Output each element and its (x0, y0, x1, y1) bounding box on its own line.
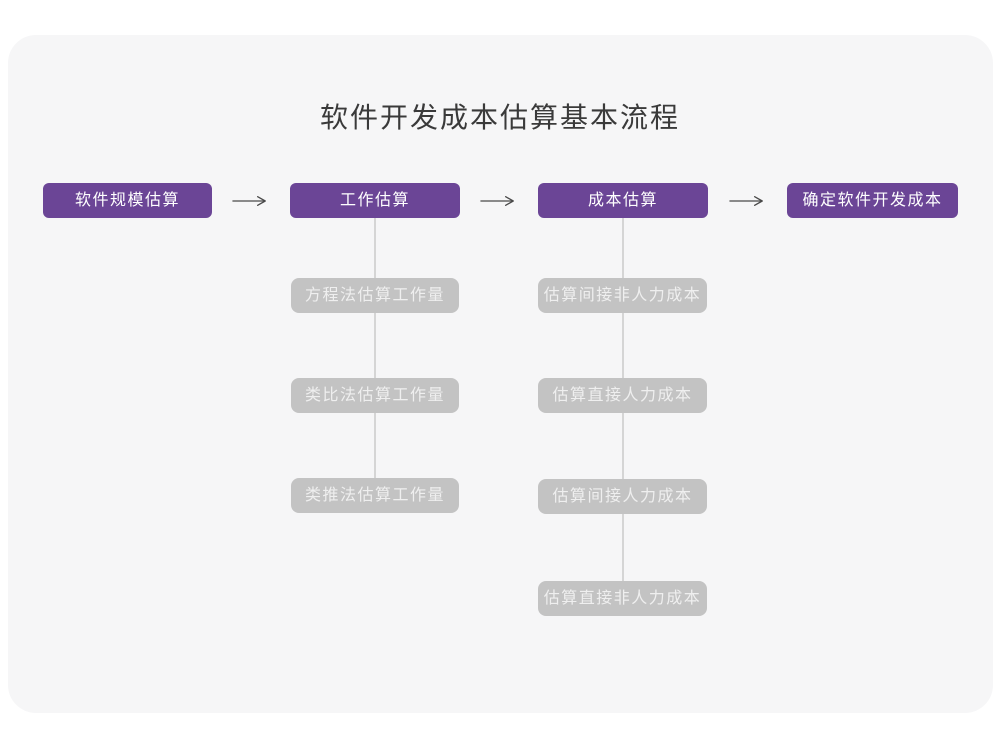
flow-node-analogy-method: 类比法估算工作量 (291, 378, 459, 413)
flow-node-software-scale-estimation: 软件规模估算 (43, 183, 212, 218)
flow-node-cost-estimation: 成本估算 (538, 183, 708, 218)
diagram-card (8, 35, 993, 713)
connector-line-work-estimation (374, 217, 376, 496)
arrow-right-icon (232, 196, 266, 206)
flow-node-direct-nonlabor-cost: 估算直接非人力成本 (538, 581, 707, 616)
flow-node-indirect-nonlabor-cost: 估算间接非人力成本 (538, 278, 707, 313)
flow-node-equation-method: 方程法估算工作量 (291, 278, 459, 313)
flow-node-extrapolation-method: 类推法估算工作量 (291, 478, 459, 513)
flow-node-work-estimation: 工作估算 (290, 183, 460, 218)
flow-node-indirect-labor-cost: 估算间接人力成本 (538, 479, 707, 514)
flow-node-determine-development-cost: 确定软件开发成本 (787, 183, 958, 218)
arrow-right-icon (729, 196, 763, 206)
flow-node-direct-labor-cost: 估算直接人力成本 (538, 378, 707, 413)
arrow-right-icon (480, 196, 514, 206)
diagram-title: 软件开发成本估算基本流程 (319, 102, 680, 133)
